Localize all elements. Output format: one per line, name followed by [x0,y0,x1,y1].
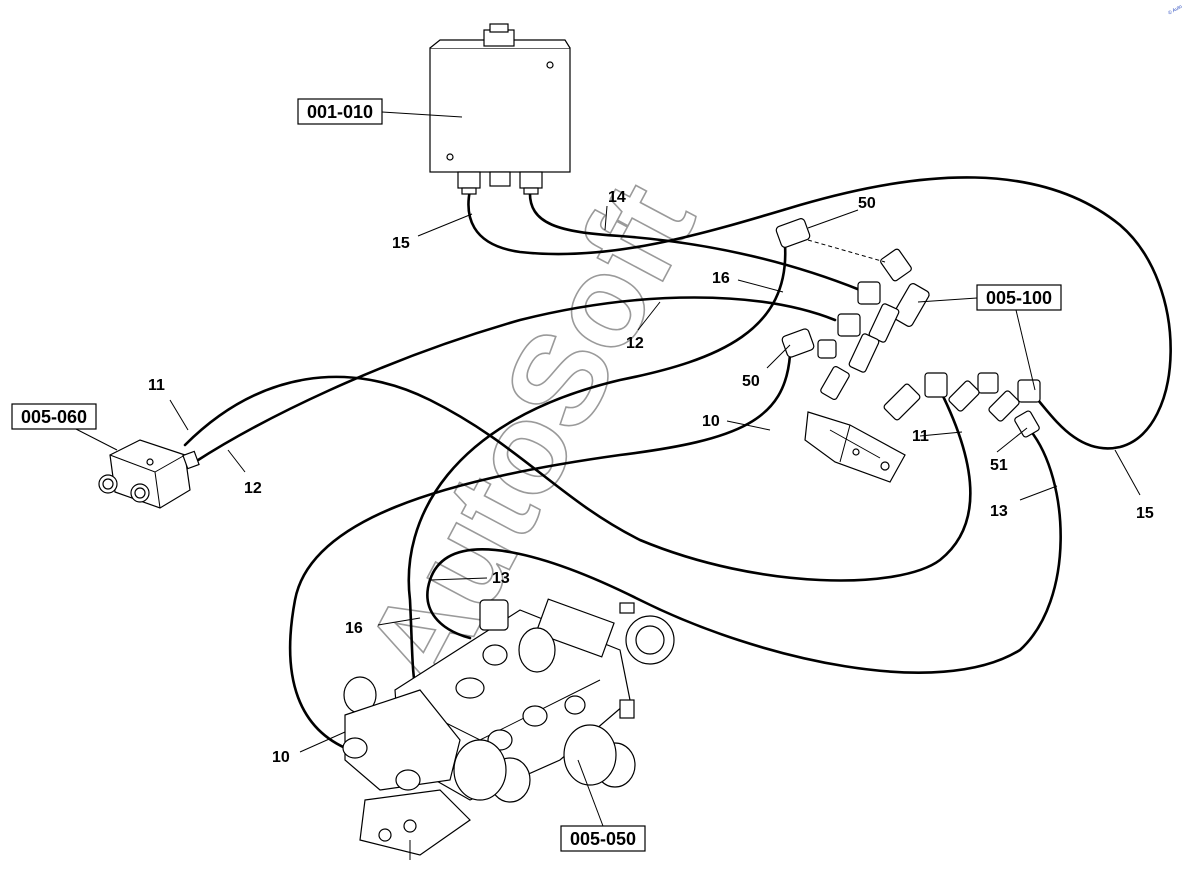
callout-16-top: 16 [712,270,730,287]
callout-11-left: 11 [148,377,165,394]
callout-15-right: 15 [1136,505,1154,522]
hose-10 [288,353,792,752]
callout-12-mid: 12 [626,335,644,352]
hose-11 [183,375,972,582]
corner-mark: © Auto [1167,3,1184,17]
callout-14: 14 [608,189,626,206]
svg-text:001-010: 001-010 [307,102,373,122]
svg-text:005-050: 005-050 [570,829,636,849]
valve-block-001-010 [429,23,571,195]
svg-text:005-100: 005-100 [986,288,1052,308]
leader-lines [71,111,1141,827]
hose-14 [528,188,862,292]
hose-15 [467,176,1172,450]
callout-50-mid: 50 [742,373,760,390]
callout-16-lower: 16 [345,620,363,637]
callout-10-lower: 10 [272,749,290,766]
callout-11-right: 11 [912,428,929,445]
callout-12-left: 12 [244,480,262,497]
part-box-001-010: 001-010 [297,98,383,125]
callout-13-right: 13 [990,503,1008,520]
callout-15-top: 15 [392,235,410,252]
valve-assembly-005-050 [342,598,675,860]
part-box-005-060: 005-060 [11,403,97,430]
callout-10-mid: 10 [702,413,720,430]
callout-50-top: 50 [858,195,876,212]
svg-text:005-060: 005-060 [21,407,87,427]
part-box-005-050: 005-050 [560,825,646,852]
callout-51: 51 [990,457,1008,474]
block-005-060 [98,439,200,509]
fittings-005-100 [775,218,1041,483]
hose-12 [193,296,837,464]
callout-13-lower: 13 [492,570,510,587]
part-box-005-100: 005-100 [976,284,1062,311]
